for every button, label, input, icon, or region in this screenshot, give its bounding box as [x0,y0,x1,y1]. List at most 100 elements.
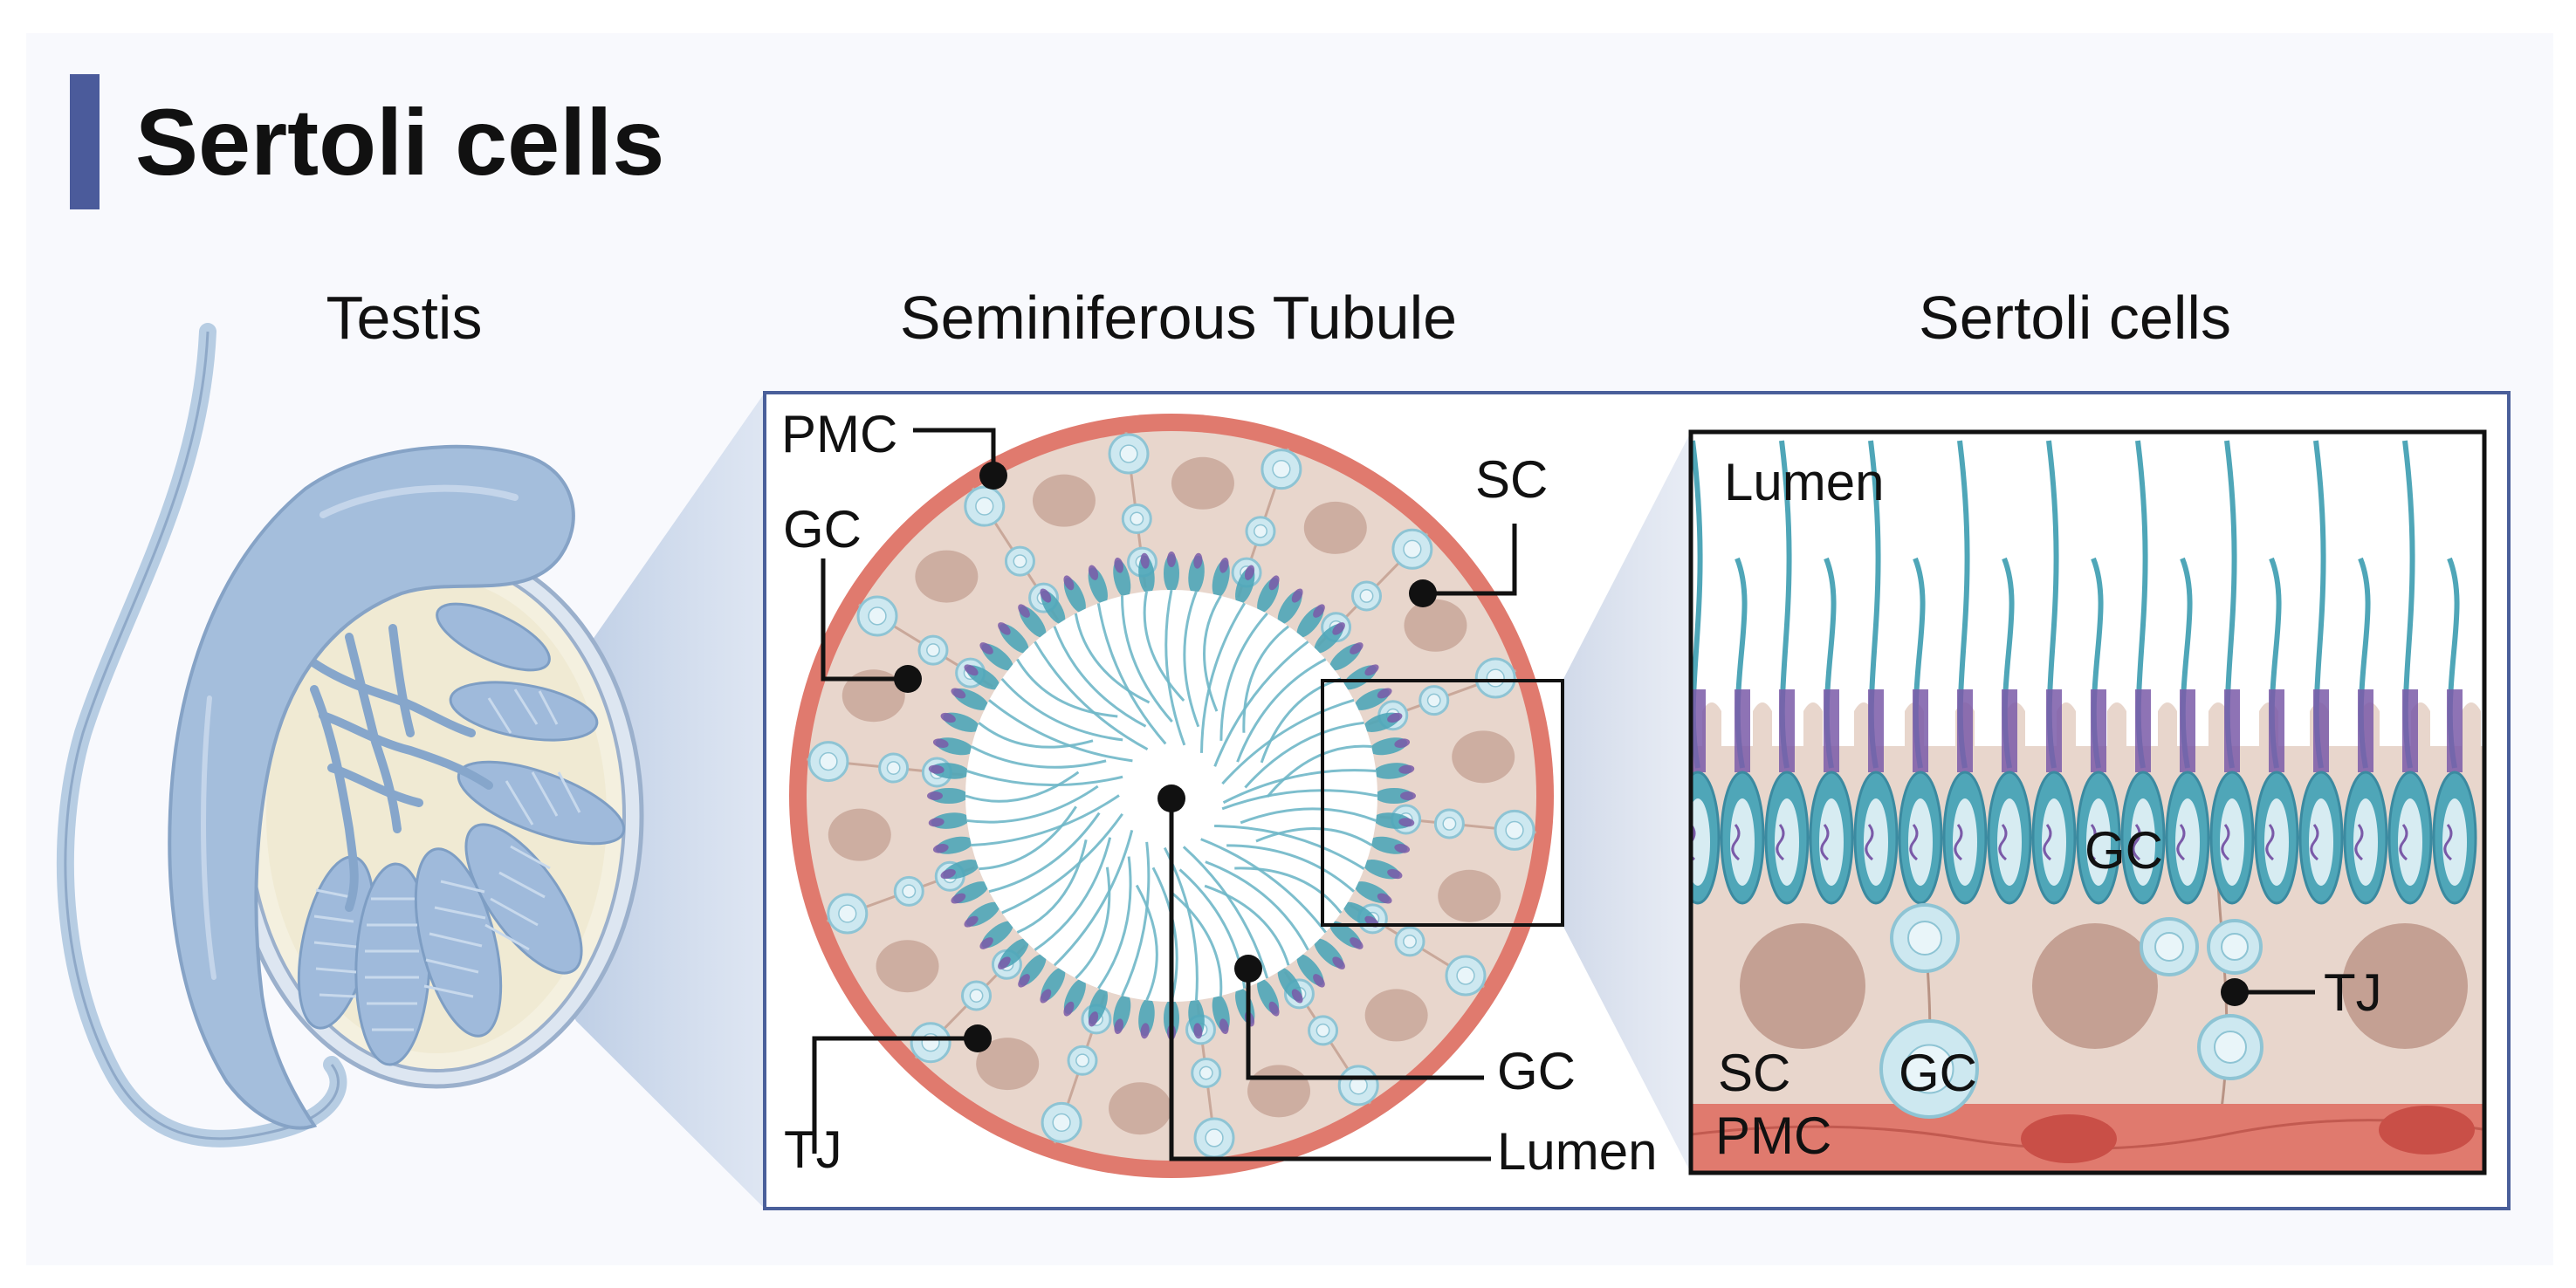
chromatin [1691,824,1696,861]
sperm-nucleus [2353,798,2378,886]
chromatin [1998,824,2008,861]
sperm-tail [966,770,1123,787]
sperm-tail [1234,867,1343,914]
acrosome [1268,1001,1280,1017]
sperm-nucleus [1864,798,1888,886]
acrosome [1313,604,1325,618]
germ-cell-nucleus [2154,932,2184,962]
chromatin [2221,824,2230,861]
sertoli-nucleus [976,1038,1040,1091]
chromatin [1731,824,1741,861]
sperm-tail [1151,867,1178,1003]
acrosome [951,893,966,904]
acrosome [928,764,945,774]
germ-cell-nucleus [1505,820,1524,840]
sperm-tail [1221,789,1378,811]
sperm-midpiece [2224,689,2240,772]
sperm-nucleus [1775,798,1799,886]
chromatin [1909,824,1919,861]
acrosome [979,642,993,654]
acrosome [1219,1018,1229,1035]
sperm-tail [1244,721,1364,789]
box-label-lumen: Lumen [1724,453,1884,511]
sertoli-nucleus [1171,456,1234,510]
sperm-nucleus [2220,798,2244,886]
sperm-tail [1226,844,1355,893]
acrosome [1313,974,1325,988]
germ-cell-nucleus [838,904,857,923]
acrosome [927,791,943,800]
sperm-nucleus [1691,798,1710,886]
sperm-nucleus [2042,798,2066,886]
sperm-tail [1240,807,1377,825]
zoom-cone-right [1563,432,1691,1173]
tubule-label-gc: GC [783,500,862,558]
sertoli-nucleus [1740,923,1865,1049]
sperm-nucleus [2131,798,2155,886]
acrosome [1063,1001,1075,1017]
sperm-tail [1266,744,1372,798]
testis-illustration [56,323,765,1209]
germ-cell-nucleus [1205,1128,1224,1148]
box-label-sc: SC [1718,1044,1790,1102]
sertoli-nucleus [2342,923,2468,1049]
germ-cell-nucleus [969,989,984,1003]
tubule-label-lumen: Lumen [1497,1122,1657,1181]
acrosome [932,738,949,748]
sertoli-nucleus [828,808,891,861]
acrosome [932,844,949,853]
sperm-tail [965,771,1080,803]
acrosome [1350,937,1364,949]
acrosome [1088,1011,1099,1027]
acrosome [1350,642,1364,654]
spermatid [930,788,968,804]
sertoli-nucleus [1404,599,1467,652]
sertoli-nucleus [841,669,905,723]
germ-cell-nucleus [2214,1031,2247,1064]
acrosome [1018,604,1030,618]
germ-cell-nucleus [1075,1053,1089,1068]
figure-title: Sertoli cells [135,89,664,195]
tubule-label-sc: SC [1475,450,1548,509]
germ-cell-nucleus [1052,1113,1071,1133]
sperm-nucleus [1997,798,2022,886]
spermatid [1164,554,1179,593]
tubule-label-gc-lower: GC [1497,1042,1576,1100]
germ-cell-nucleus [819,751,838,771]
sperm-tail [988,812,1101,894]
germ-cell-nucleus [1904,1044,1954,1094]
acrosome [1387,712,1403,723]
sperm-midpiece [1779,689,1795,772]
sperm-tail [1164,589,1186,746]
acrosome [979,937,993,949]
tubule-leader-lines [812,428,1517,1161]
sperm-tail [978,722,1094,749]
sperm-nucleus [1908,798,1933,886]
sperm-midpiece [1957,689,1973,772]
acrosome [1377,688,1392,699]
sperm-tail [988,699,1133,763]
sperm-tail [1255,827,1372,846]
sperm-nucleus [1730,798,1755,886]
tubule-label-pmc: PMC [781,405,897,463]
germ-cell-nucleus [1486,668,1505,688]
sperm-midpiece [2135,689,2151,772]
sperm-tail [1205,860,1309,951]
sperm-tail [1075,867,1111,980]
sperm-tail [1096,603,1167,745]
germ-cell-nucleus [1403,934,1417,949]
box-label-pmc: PMC [1715,1106,1831,1165]
acrosome [1193,1023,1203,1039]
sperm-nucleus [1819,798,1844,886]
acrosome [1040,989,1052,1004]
germ-cell-nucleus [926,643,940,658]
sperm-tail [1053,830,1134,967]
chromatin [2310,824,2319,861]
acrosome [1268,575,1280,591]
acrosome [1394,738,1411,748]
sperm-tail [1016,658,1118,718]
sperm-tail [1221,698,1355,785]
acrosome [1244,565,1255,580]
